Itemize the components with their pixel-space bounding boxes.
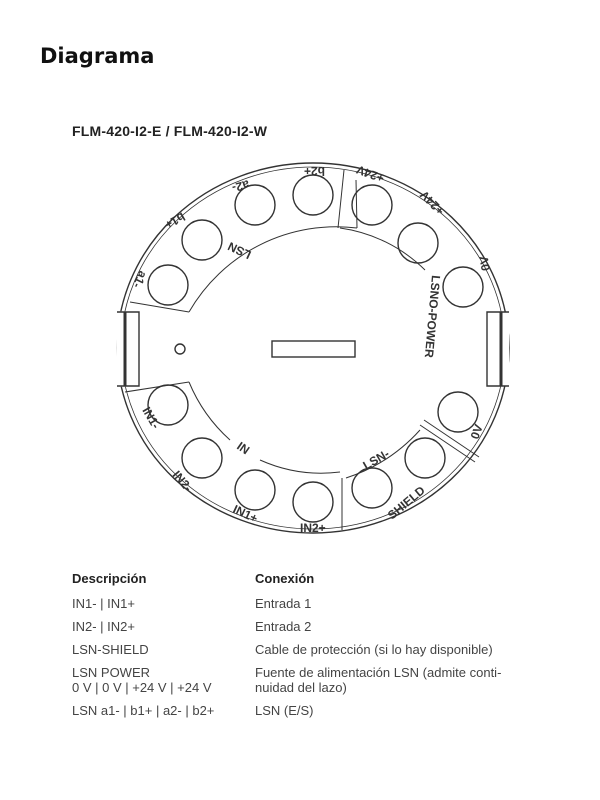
label-b2: b2+ xyxy=(304,164,325,178)
terminal-in2-plus xyxy=(292,481,334,523)
label-24v-1: +24V xyxy=(355,162,386,185)
label-a2: a2- xyxy=(230,177,250,195)
label-in1-minus: IN1- xyxy=(139,405,162,432)
label-in2-plus: IN2+ xyxy=(300,521,326,535)
terminal-lsn-minus xyxy=(351,467,393,509)
terminal-in1-plus xyxy=(234,469,276,511)
label-a1: a1- xyxy=(130,269,150,291)
row-desc: IN1- | IN1+ xyxy=(72,596,135,611)
left-notch xyxy=(117,311,140,387)
table-row: IN1- | IN1+ Entrada 1 xyxy=(72,596,501,619)
wiring-diagram: a1- b1+ a2- b2+ +24V +24V 0V 0V SHIELD L… xyxy=(116,162,510,535)
terminal-0v-1 xyxy=(442,266,484,308)
right-notch xyxy=(486,311,509,387)
row-conn: Cable de protección (si lo hay disponibl… xyxy=(255,642,493,657)
label-in: IN xyxy=(234,439,252,457)
row-conn: Entrada 2 xyxy=(255,619,312,634)
label-lsn: LSN xyxy=(226,239,254,262)
mounting-hole xyxy=(174,343,186,355)
row-conn: LSN (E/S) xyxy=(255,703,314,718)
table-row: LSN-SHIELD Cable de protección (si lo hay… xyxy=(72,642,501,665)
row-desc: LSN-SHIELD xyxy=(72,642,149,657)
terminal-shield xyxy=(404,437,446,479)
row-desc: IN2- | IN2+ xyxy=(72,619,135,634)
label-24v-2: +24V xyxy=(417,188,447,218)
label-0v-2: 0V xyxy=(468,422,486,441)
terminal-in1-minus xyxy=(147,384,189,426)
label-0v-1: 0V xyxy=(477,255,493,272)
label-b1: b1+ xyxy=(162,209,187,232)
terminal-a2 xyxy=(234,184,276,226)
terminal-0v-2 xyxy=(437,391,479,433)
terminal-24v-1 xyxy=(351,184,393,226)
row-desc: LSN POWER xyxy=(72,665,151,680)
terminal-a1 xyxy=(147,264,189,306)
header-description: Descripción xyxy=(72,571,147,586)
model-title: FLM-420-I2-E / FLM-420-I2-W xyxy=(72,123,268,139)
connection-table: Descripción Conexión IN1- | IN1+ Entrada 1… xyxy=(72,571,501,726)
terminal-b1 xyxy=(181,219,223,261)
terminal-in2-minus xyxy=(181,437,223,479)
table-row: IN2- | IN2+ Entrada 2 xyxy=(72,619,501,642)
terminal-24v-2 xyxy=(397,222,439,264)
terminal-b2 xyxy=(292,174,334,216)
label-lsn-power: LSNO-POWER xyxy=(422,275,443,359)
row-desc: LSN a1- | b1+ | a2- | b2+ xyxy=(72,703,215,718)
row-conn: Entrada 1 xyxy=(255,596,312,611)
table-row: LSN a1- | b1+ | a2- | b2+ LSN (E/S) xyxy=(72,703,501,726)
center-slot xyxy=(271,340,356,358)
header-connection: Conexión xyxy=(255,571,315,586)
row-conn: Fuente de alimentación LSN (admite conti… xyxy=(255,665,502,680)
row-desc-line2: 0 V | 0 V | +24 V | +24 V xyxy=(72,680,212,695)
row-conn-line2: nuidad del lazo) xyxy=(255,680,347,695)
section-heading: Diagrama xyxy=(40,44,155,68)
